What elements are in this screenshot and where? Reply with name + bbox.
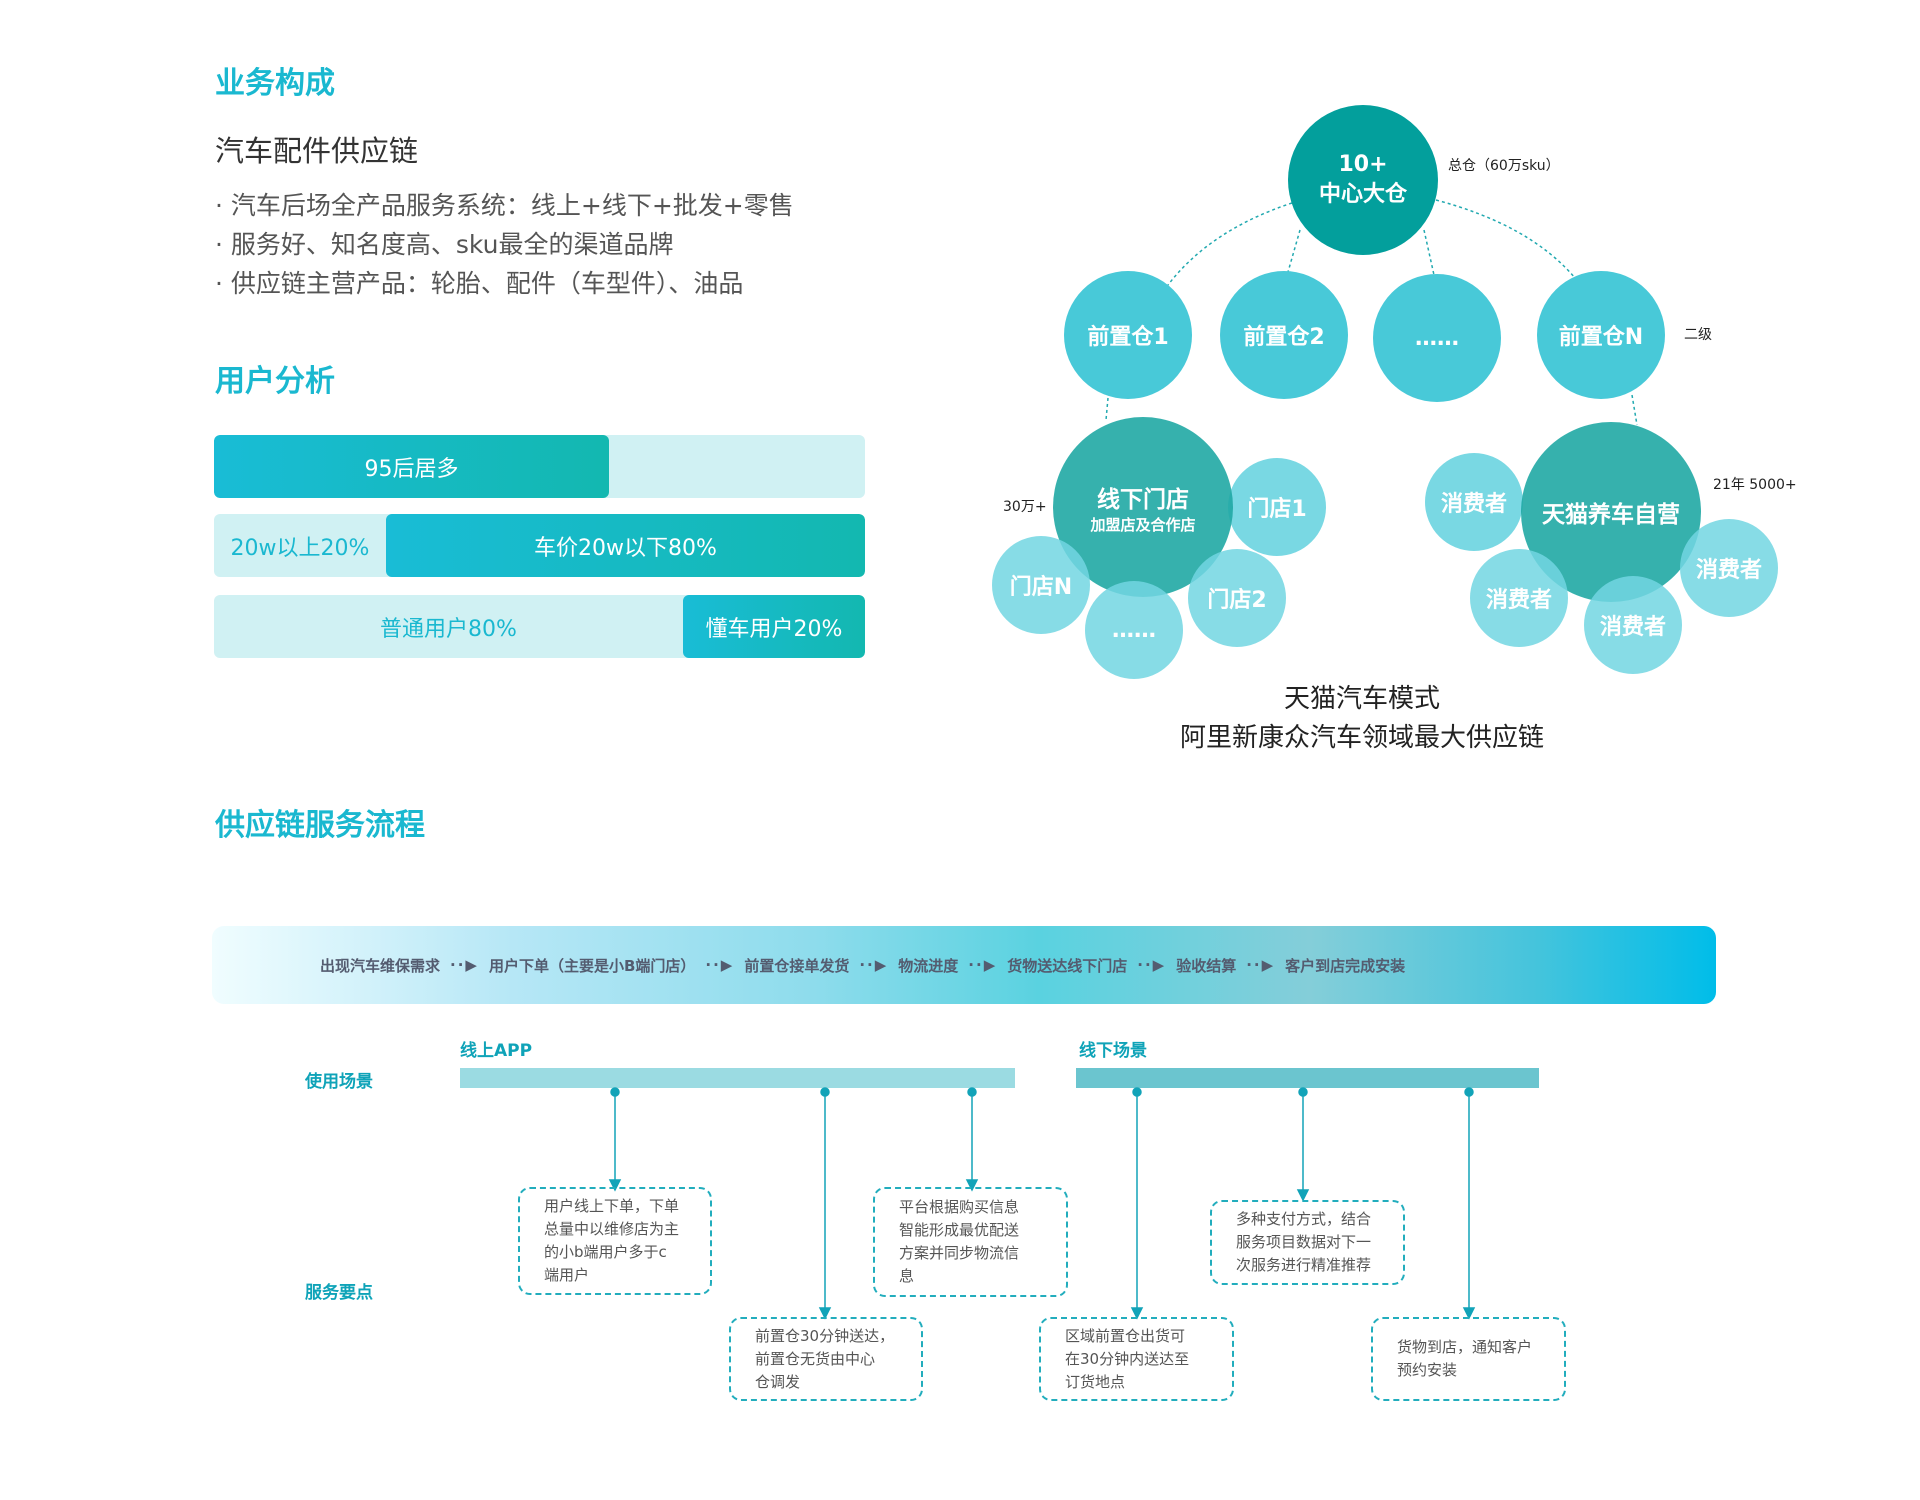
caption-line: 阿里新康众汽车领域最大供应链 [1179,723,1544,753]
box-line: 仓调发 [755,1372,801,1391]
box-line: 预约安装 [1397,1361,1458,1379]
box-line: 区域前置仓出货可 [1065,1326,1186,1345]
service-point-box: 多种支付方式，结合服务项目数据对下一次服务进行精准推荐 [1210,1200,1405,1285]
service-point-box: 前置仓30分钟送达， 前置仓无货由中心仓调发 [729,1317,923,1401]
box-line: 平台根据购买信息 [899,1198,1020,1216]
arrow-icon: ··▶ [859,956,889,974]
section-heading-business: 业务构成 [215,66,335,101]
box-line: 方案并同步物流信 [899,1244,1020,1262]
bar-rest: 20w以上20% [230,535,370,561]
box-line: 次服务进行精准推荐 [1236,1256,1372,1274]
box-line: 智能形成最优配送 [899,1221,1020,1239]
bullet: · 汽车后场全产品服务系统：线上+线下+批发+零售 [215,191,794,220]
business-title: 汽车配件供应链 [215,134,419,168]
bar-fill: 95后居多 [214,435,609,498]
store-node: 门店2 [1188,549,1286,647]
consumer-node: 消费者 [1470,549,1568,647]
service-point-box: 用户线上下单，下单总量中以维修店为主的小b端用户多于c 端用户 [518,1187,712,1295]
section-heading-flow: 供应链服务流程 [215,808,425,843]
user-bar-age: 95后居多 [214,435,865,498]
step: 验收结算 [1176,956,1237,975]
box-line: 息 [899,1267,915,1285]
front-warehouse-node: 前置仓N [1537,271,1665,399]
box-line: 多种支付方式，结合 [1236,1210,1372,1228]
central-warehouse-node: 10+ 中心大仓 [1288,105,1438,255]
online-scene-bar [460,1068,1015,1088]
dotted-connector [1435,199,1576,279]
online-label: 线上APP [460,1041,533,1061]
process-banner: 出现汽车维保需求 ··▶ 用户下单（主要是小B端门店） ··▶ 前置仓接单发货 ··▶… [212,926,1716,1004]
flow-arrows [608,1087,1476,1320]
step: 物流进度 [898,956,959,975]
box-line: 总量中以维修店为主 [544,1220,680,1238]
diagram-caption: 天猫汽车模式 阿里新康众汽车领域最大供应链 [1062,680,1662,758]
store-node: 门店N [992,536,1090,634]
step: 前置仓接单发货 [744,956,850,975]
box-line: 货物到店，通知客户 [1397,1338,1533,1356]
box-line: 在30分钟内送达至 [1065,1349,1190,1368]
user-bar-price: 20w以上20% 车价20w以下80% [214,514,865,577]
dotted-connector [1105,397,1109,421]
dotted-connector [1287,229,1301,273]
level2-note: 二级 [1684,327,1712,343]
front-warehouse-node: 前置仓1 [1064,271,1192,399]
consumer-node: 消费者 [1680,519,1778,617]
box-line: 用户线上下单，下单 [544,1197,680,1215]
hub-subtitle: 加盟店及合作店 [1090,515,1196,534]
offline-scene-bar [1076,1068,1539,1088]
bar-fill: 懂车用户20% [683,595,865,658]
service-point-box: 区域前置仓出货可在30分钟内送达至订货地点 [1039,1317,1234,1401]
consumer-node: 消费者 [1425,453,1523,551]
center-count: 10+ [1338,152,1388,177]
front-warehouse-node: 前置仓2 [1220,271,1348,399]
store-node: …… [1085,581,1183,679]
bar-rest: 普通用户80% [380,616,517,642]
user-bar-type: 普通用户80% 懂车用户20% [214,595,865,658]
service-point-box: 货物到店，通知客户预约安装 [1371,1317,1566,1401]
box-line: 的小b端用户多于c [544,1243,667,1261]
offline-label: 线下场景 [1079,1041,1147,1061]
box-line: 服务项目数据对下一 [1236,1233,1372,1251]
box-line: 端用户 [544,1266,590,1284]
front-warehouse-node: …… [1373,274,1501,402]
store-node: 门店1 [1228,458,1326,556]
service-point-box: 平台根据购买信息智能形成最优配送方案并同步物流信息 [873,1187,1068,1297]
center-label: 中心大仓 [1318,182,1407,207]
offline-note: 30万+ [1003,499,1047,515]
section-heading-users: 用户分析 [215,364,335,399]
step: 用户下单（主要是小B端门店） [488,956,696,975]
hub-title: 线下门店 [1097,486,1189,513]
box-line: 前置仓无货由中心 [755,1349,876,1368]
bullet: · 服务好、知名度高、sku最全的渠道品牌 [215,230,674,259]
arrow-icon: ··▶ [450,956,479,974]
box-line: 前置仓30分钟送达， [755,1326,895,1345]
dotted-connector [1167,202,1293,286]
row-label-points: 服务要点 [305,1283,373,1303]
center-note: 总仓（60万sku） [1448,158,1560,174]
bar-fill: 车价20w以下80% [386,514,865,577]
arrow-icon: ··▶ [705,956,735,974]
arrow-icon: ··▶ [1246,956,1276,974]
step: 货物送达线下门店 [1007,956,1128,975]
tmall-note: 21年 5000+ [1713,477,1797,493]
dotted-connector [1631,394,1638,426]
step: 客户到店完成安装 [1285,956,1406,975]
bullet: · 供应链主营产品：轮胎、配件（车型件）、油品 [215,269,744,298]
dotted-connector [1423,229,1435,276]
row-label-scene: 使用场景 [305,1072,373,1092]
connector-lines [1105,199,1638,426]
caption-line: 天猫汽车模式 [1283,684,1440,714]
step: 出现汽车维保需求 [320,956,441,975]
box-line: 订货地点 [1065,1372,1126,1391]
consumer-node: 消费者 [1584,576,1682,674]
arrow-icon: ··▶ [1137,956,1167,974]
business-bullets: · 汽车后场全产品服务系统：线上+线下+批发+零售 · 服务好、知名度高、sku… [215,186,794,303]
arrow-icon: ··▶ [968,956,998,974]
